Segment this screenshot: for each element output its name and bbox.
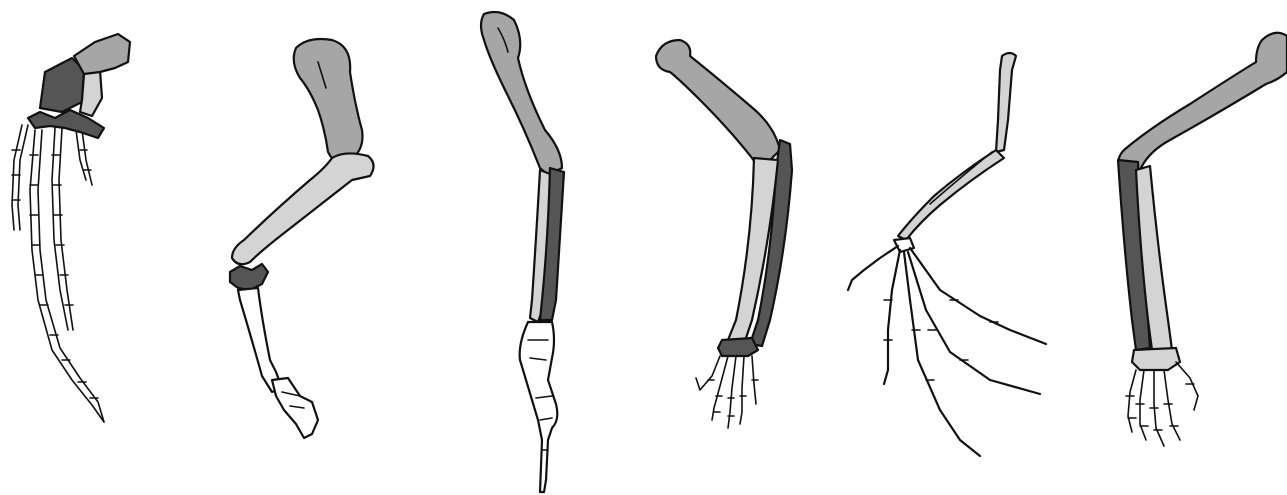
limb-5-radius bbox=[898, 150, 1004, 240]
limb-6-digits bbox=[1126, 362, 1198, 446]
limb-4-humerus bbox=[656, 40, 780, 170]
limb-6-humerus bbox=[1118, 33, 1287, 172]
limb-1-flipper bbox=[12, 34, 130, 422]
limb-4-cat-foreleg bbox=[656, 40, 792, 428]
limb-2-carpals bbox=[230, 264, 268, 290]
limb-2-cannon bbox=[238, 288, 282, 392]
limb-1-humerus bbox=[74, 34, 130, 74]
limb-3-humerus bbox=[481, 12, 562, 175]
limb-1-digits bbox=[12, 125, 104, 422]
limb-5-humerus bbox=[996, 53, 1016, 152]
limb-3-carpometacarpus bbox=[520, 322, 558, 492]
limb-2-horse-foreleg bbox=[230, 39, 374, 438]
limb-2-radius bbox=[232, 153, 374, 264]
limb-5-digits bbox=[848, 246, 1046, 456]
limb-4-digits bbox=[696, 356, 758, 428]
limb-2-hoof bbox=[272, 378, 318, 438]
limb-4-carpals bbox=[718, 338, 758, 356]
limb-1-radius bbox=[80, 70, 102, 116]
limb-1-ulna bbox=[40, 58, 84, 112]
limb-3-bird-wing bbox=[481, 12, 564, 492]
limb-5-bat-wing bbox=[848, 53, 1046, 456]
limb-6-carpals bbox=[1132, 348, 1180, 370]
limb-2-humerus bbox=[294, 39, 363, 163]
limb-6-human-arm bbox=[1118, 33, 1287, 446]
